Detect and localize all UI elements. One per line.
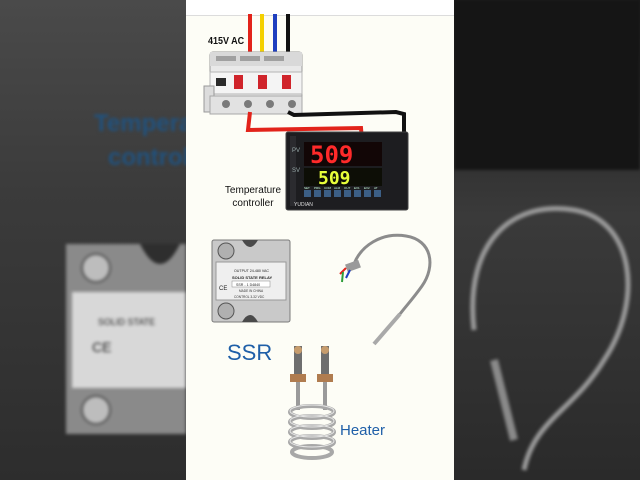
ssr-output-text: OUTPUT 24-480 VAC xyxy=(234,269,269,273)
ssr-model-text: SSR - 1 D4840 xyxy=(236,283,260,287)
ssr-label: SSR xyxy=(227,340,273,365)
controller-key xyxy=(374,190,381,197)
controller-key-label: ALM xyxy=(334,186,341,190)
ssr-control-text: CONTROL 3-32 VDC xyxy=(234,295,265,299)
controller-key xyxy=(344,190,351,197)
heater-label: Heater xyxy=(340,422,386,439)
controller-key-label: EV1 xyxy=(354,186,360,190)
controller-key xyxy=(354,190,361,197)
controller-key-label: COM xyxy=(324,186,332,190)
solid-state-relay-icon: OUTPUT 24-480 VAC SOLID STATE RELAY SSR … xyxy=(211,239,291,323)
pv-readout: 509 xyxy=(310,141,353,169)
controller-key xyxy=(304,190,311,197)
controller-key xyxy=(334,190,341,197)
svg-text:CE: CE xyxy=(219,286,227,292)
supply-voltage-label: 415V AC xyxy=(208,36,245,47)
background-echo-line1: Temperature xyxy=(94,110,186,137)
coil-heater-icon xyxy=(288,346,336,460)
controller-label-line2: controller xyxy=(232,198,274,209)
controller-key-label: SET xyxy=(304,186,310,190)
background-ssr-echo: SOLID STATE CE xyxy=(66,244,186,434)
svg-text:SOLID STATE: SOLID STATE xyxy=(98,317,155,327)
controller-key-label: PRG xyxy=(314,186,321,190)
svg-text:YUDIAN: YUDIAN xyxy=(294,202,313,208)
background-probe-echo xyxy=(454,0,640,471)
controller-label-line1: Temperature xyxy=(224,185,282,196)
circuit-breaker-icon xyxy=(203,51,303,115)
background-right xyxy=(454,0,640,480)
controller-key-label: OUT xyxy=(344,186,351,190)
ssr-title-text: SOLID STATE RELAY xyxy=(232,275,272,280)
controller-key xyxy=(324,190,331,197)
controller-key-label: EV2 xyxy=(364,186,370,190)
panel-top-bar xyxy=(186,0,454,16)
background-left: Temperature controller SOLID STATE CE xyxy=(0,0,186,480)
controller-key xyxy=(364,190,371,197)
thermocouple-probe-icon xyxy=(339,233,432,346)
sv-readout: 509 xyxy=(318,168,351,189)
background-echo-line2: controller xyxy=(108,144,186,171)
controller-key-label: AT xyxy=(374,186,378,190)
sv-tag: SV xyxy=(292,168,300,174)
controller-key xyxy=(314,190,321,197)
svg-text:CE: CE xyxy=(92,339,111,355)
pv-tag: PV xyxy=(292,148,300,154)
ssr-made-text: MADE IN CHINA xyxy=(239,289,264,293)
controller-label: Temperature controller xyxy=(222,184,284,210)
